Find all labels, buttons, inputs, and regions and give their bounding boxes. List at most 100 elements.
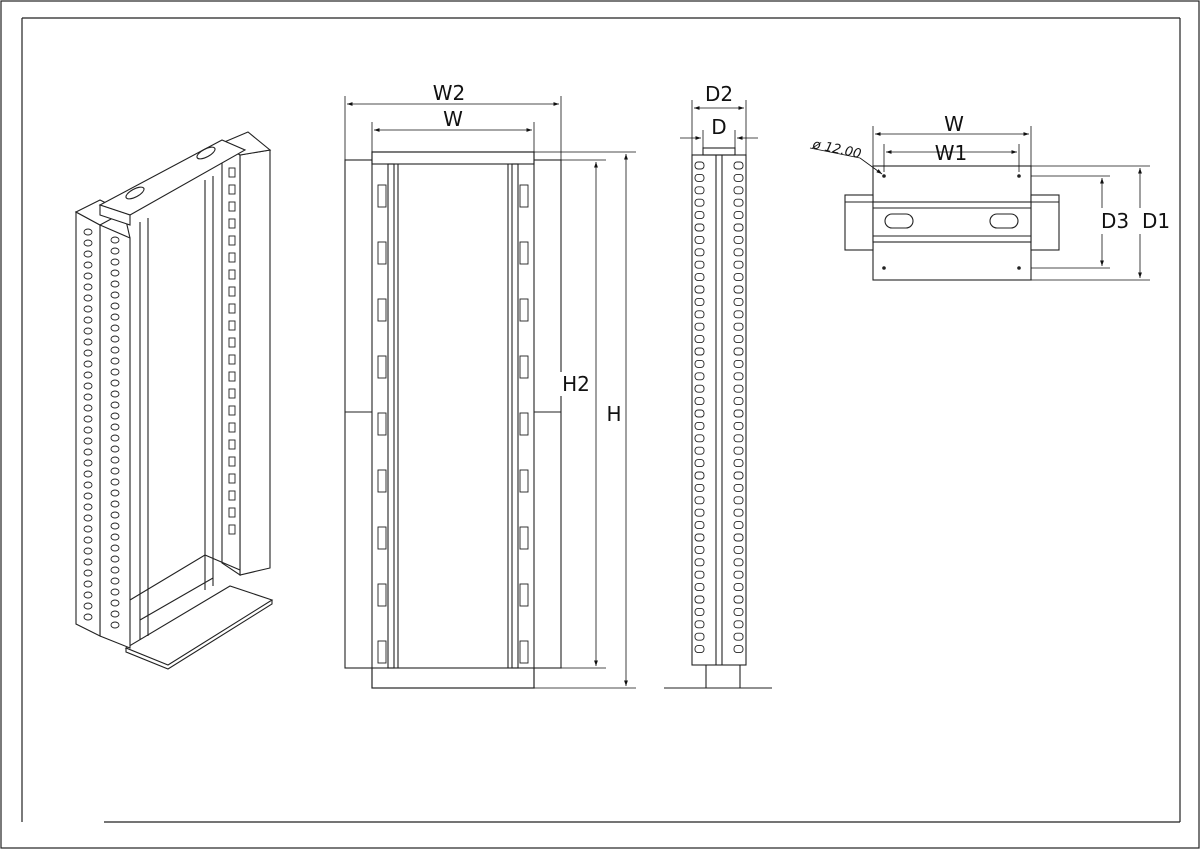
iso-left-hole bbox=[83, 404, 93, 412]
right-cable-tab bbox=[519, 241, 529, 265]
iso-left-hole bbox=[83, 569, 93, 577]
top-view bbox=[844, 165, 1060, 281]
d3-label: D3 bbox=[1101, 209, 1129, 233]
iso-rear-tab bbox=[228, 371, 236, 382]
iso-front-hole bbox=[110, 445, 120, 453]
iso-front-hole bbox=[110, 577, 120, 585]
rear-finger-slot bbox=[733, 173, 744, 182]
right-cable-tab bbox=[519, 583, 529, 607]
rear-finger-slot bbox=[733, 645, 744, 654]
rear-finger-slot bbox=[733, 446, 744, 455]
front-finger-slot bbox=[694, 397, 705, 406]
front-finger-slot bbox=[694, 570, 705, 579]
iso-front-hole bbox=[110, 379, 120, 387]
front-finger-slot bbox=[694, 483, 705, 492]
iso-front-hole bbox=[110, 291, 120, 299]
iso-front-hole bbox=[110, 423, 120, 431]
isometric-view bbox=[74, 131, 274, 670]
front-finger-slot bbox=[694, 260, 705, 269]
d-label: D bbox=[711, 115, 726, 139]
iso-front-hole bbox=[110, 335, 120, 343]
rear-finger-slot bbox=[733, 434, 744, 443]
iso-left-hole bbox=[83, 305, 93, 313]
d1-label-bg bbox=[1136, 208, 1170, 234]
iso-rear-tab bbox=[228, 269, 236, 280]
left-cable-tab bbox=[377, 184, 387, 208]
iso-rear-tab bbox=[228, 252, 236, 263]
front-finger-slot bbox=[694, 384, 705, 393]
iso-rear-tab bbox=[228, 184, 236, 195]
iso-front-hole bbox=[110, 522, 120, 530]
iso-front-hole bbox=[110, 390, 120, 398]
front-finger-slot bbox=[694, 521, 705, 530]
rear-finger-slot bbox=[733, 607, 744, 616]
rear-finger-slot bbox=[733, 595, 744, 604]
iso-left-hole bbox=[83, 591, 93, 599]
iso-front-hole bbox=[110, 324, 120, 332]
iso-left-hole bbox=[83, 283, 93, 291]
hole-diameter-label: ø 12.00 bbox=[810, 137, 862, 162]
iso-rear-tab bbox=[228, 286, 236, 297]
top-mount-holes bbox=[882, 174, 1021, 270]
iso-left-hole bbox=[83, 327, 93, 335]
front-finger-slot bbox=[694, 459, 705, 468]
front-w-label: W bbox=[443, 107, 463, 131]
rear-finger-slot bbox=[733, 521, 744, 530]
rear-finger-slot bbox=[733, 471, 744, 480]
d2-label: D2 bbox=[705, 82, 733, 106]
iso-front-hole bbox=[110, 467, 120, 475]
iso-left-hole bbox=[83, 228, 93, 236]
iso-front-hole bbox=[110, 357, 120, 365]
rear-finger-slot bbox=[733, 297, 744, 306]
iso-front-hole bbox=[110, 280, 120, 288]
front-finger-slot bbox=[694, 322, 705, 331]
rear-finger-slot bbox=[733, 198, 744, 207]
iso-front-hole bbox=[110, 247, 120, 255]
d1-label: D1 bbox=[1142, 209, 1170, 233]
iso-front-hole bbox=[110, 401, 120, 409]
right-cable-tab bbox=[519, 469, 529, 493]
front-finger-slot bbox=[694, 508, 705, 517]
iso-left-hole bbox=[83, 536, 93, 544]
iso-left-hole bbox=[83, 448, 93, 456]
rear-finger-slot bbox=[733, 161, 744, 170]
h-label: H bbox=[606, 402, 621, 426]
front-finger-slot bbox=[694, 173, 705, 182]
h2-label-bg bbox=[560, 372, 590, 396]
rear-finger-slot bbox=[733, 335, 744, 344]
right-cable-tab bbox=[519, 355, 529, 379]
left-cable-tab bbox=[377, 355, 387, 379]
iso-front-hole bbox=[110, 478, 120, 486]
front-finger-slot bbox=[694, 372, 705, 381]
front-finger-slot bbox=[694, 211, 705, 220]
iso-front-hole bbox=[110, 346, 120, 354]
iso-left-hole bbox=[83, 470, 93, 478]
iso-left-hole bbox=[83, 338, 93, 346]
iso-rear-tab bbox=[228, 388, 236, 399]
iso-front-hole bbox=[110, 621, 120, 629]
front-finger-slot bbox=[694, 446, 705, 455]
iso-left-hole bbox=[83, 382, 93, 390]
front-finger-slot bbox=[694, 273, 705, 282]
front-finger-slot bbox=[694, 645, 705, 654]
iso-left-hole bbox=[83, 481, 93, 489]
h2-label: H2 bbox=[562, 372, 590, 396]
rear-finger-slot bbox=[733, 359, 744, 368]
front-finger-slot bbox=[694, 421, 705, 430]
rear-finger-slot bbox=[733, 310, 744, 319]
left-cable-tab bbox=[377, 640, 387, 664]
iso-rear-tab bbox=[228, 303, 236, 314]
iso-left-hole bbox=[83, 272, 93, 280]
iso-left-hole bbox=[83, 360, 93, 368]
iso-front-hole bbox=[110, 302, 120, 310]
iso-left-hole bbox=[83, 525, 93, 533]
front-finger-slot bbox=[694, 434, 705, 443]
iso-left-hole bbox=[83, 558, 93, 566]
right-cable-tab bbox=[519, 184, 529, 208]
front-finger-slot bbox=[694, 223, 705, 232]
iso-front-hole bbox=[110, 258, 120, 266]
iso-front-hole bbox=[110, 489, 120, 497]
w2-label: W2 bbox=[433, 81, 466, 105]
left-cable-tab bbox=[377, 412, 387, 436]
